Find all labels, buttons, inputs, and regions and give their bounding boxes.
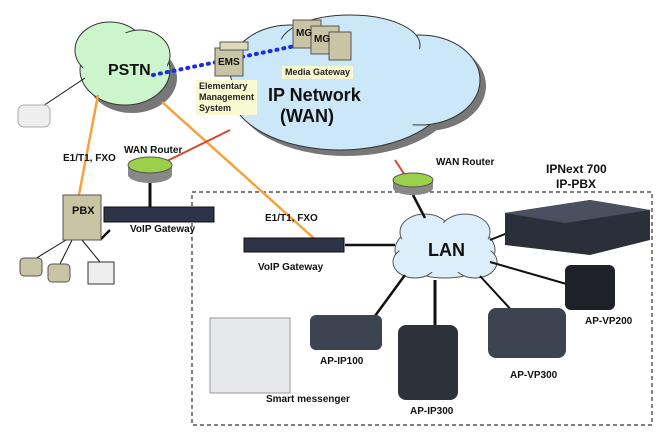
- link-pstn-pbx: [76, 94, 100, 201]
- voip-gateway-left-icon: [103, 206, 215, 223]
- ap-vp300-phone-icon: [488, 308, 566, 358]
- wan-label: (WAN): [280, 106, 334, 126]
- ip-pbx-label: IP-PBX: [556, 177, 597, 191]
- link-pbx-fax: [81, 239, 101, 263]
- ems-label: EMS: [218, 57, 240, 68]
- ems-note: Elementary Management System: [196, 80, 258, 115]
- wan-router-right-icon: [392, 172, 434, 195]
- lan-boundary: [191, 191, 653, 426]
- smart-messenger-label: Smart messenger: [266, 394, 350, 405]
- media-gateway-label: Media Gateway: [282, 66, 354, 79]
- media-gateway-icon: [292, 19, 352, 61]
- ap-ip100-label: AP-IP100: [320, 356, 364, 367]
- desk-phone-icon: [17, 104, 51, 128]
- link-pbx-phone2: [57, 239, 73, 269]
- ipnext-label: IPNext 700: [546, 162, 607, 176]
- lan-label: LAN: [428, 240, 465, 260]
- mg-label: MG: [296, 28, 313, 39]
- wan-router-left-icon: [127, 156, 173, 183]
- lan-cloud: [392, 213, 498, 279]
- voip-gateway-left-label: VoIP Gateway: [130, 224, 196, 235]
- pbx-icon: [62, 194, 102, 241]
- link-pstn-voip-gateway: [161, 101, 319, 243]
- analog-phone-icon: [19, 257, 43, 277]
- fax-icon: [87, 261, 115, 285]
- link-lan-vp200: [489, 261, 571, 286]
- ap-ip300-phone-icon: [398, 325, 458, 400]
- e1-left-label: E1/T1, FXO: [63, 153, 116, 164]
- e1-right-label: E1/T1, FXO: [265, 213, 318, 224]
- voip-gateway-right-label: VoIP Gateway: [258, 262, 324, 273]
- link-router2-lan: [411, 194, 427, 219]
- ipnext-700-icon: [505, 200, 650, 255]
- ap-vp200-label: AP-VP200: [585, 316, 633, 327]
- link-router-wan: [164, 129, 231, 163]
- ap-ip100-phone-icon: [310, 315, 382, 350]
- link-lan-vp300: [479, 275, 516, 315]
- voip-gateway-right-icon: [243, 237, 345, 253]
- wan-router-right-label: WAN Router: [436, 157, 495, 168]
- ap-vp300-label: AP-VP300: [510, 370, 558, 381]
- ems-server-icon: [214, 41, 249, 77]
- link-pbx-voipgw: [99, 229, 111, 241]
- pstn-cloud: [74, 21, 177, 113]
- ap-ip300-label: AP-IP300: [410, 406, 454, 417]
- pbx-label: PBX: [72, 205, 95, 217]
- ip-network-label: IP Network: [268, 85, 361, 105]
- analog-phone-icon: [47, 263, 71, 283]
- link-lan-ip100: [370, 274, 407, 321]
- pstn-label: PSTN: [108, 62, 151, 79]
- ap-vp200-phone-icon: [565, 265, 615, 310]
- wan-router-left-label: WAN Router: [124, 145, 183, 156]
- mg-label: MG: [314, 34, 331, 45]
- smart-messenger-screenshot: [209, 317, 291, 394]
